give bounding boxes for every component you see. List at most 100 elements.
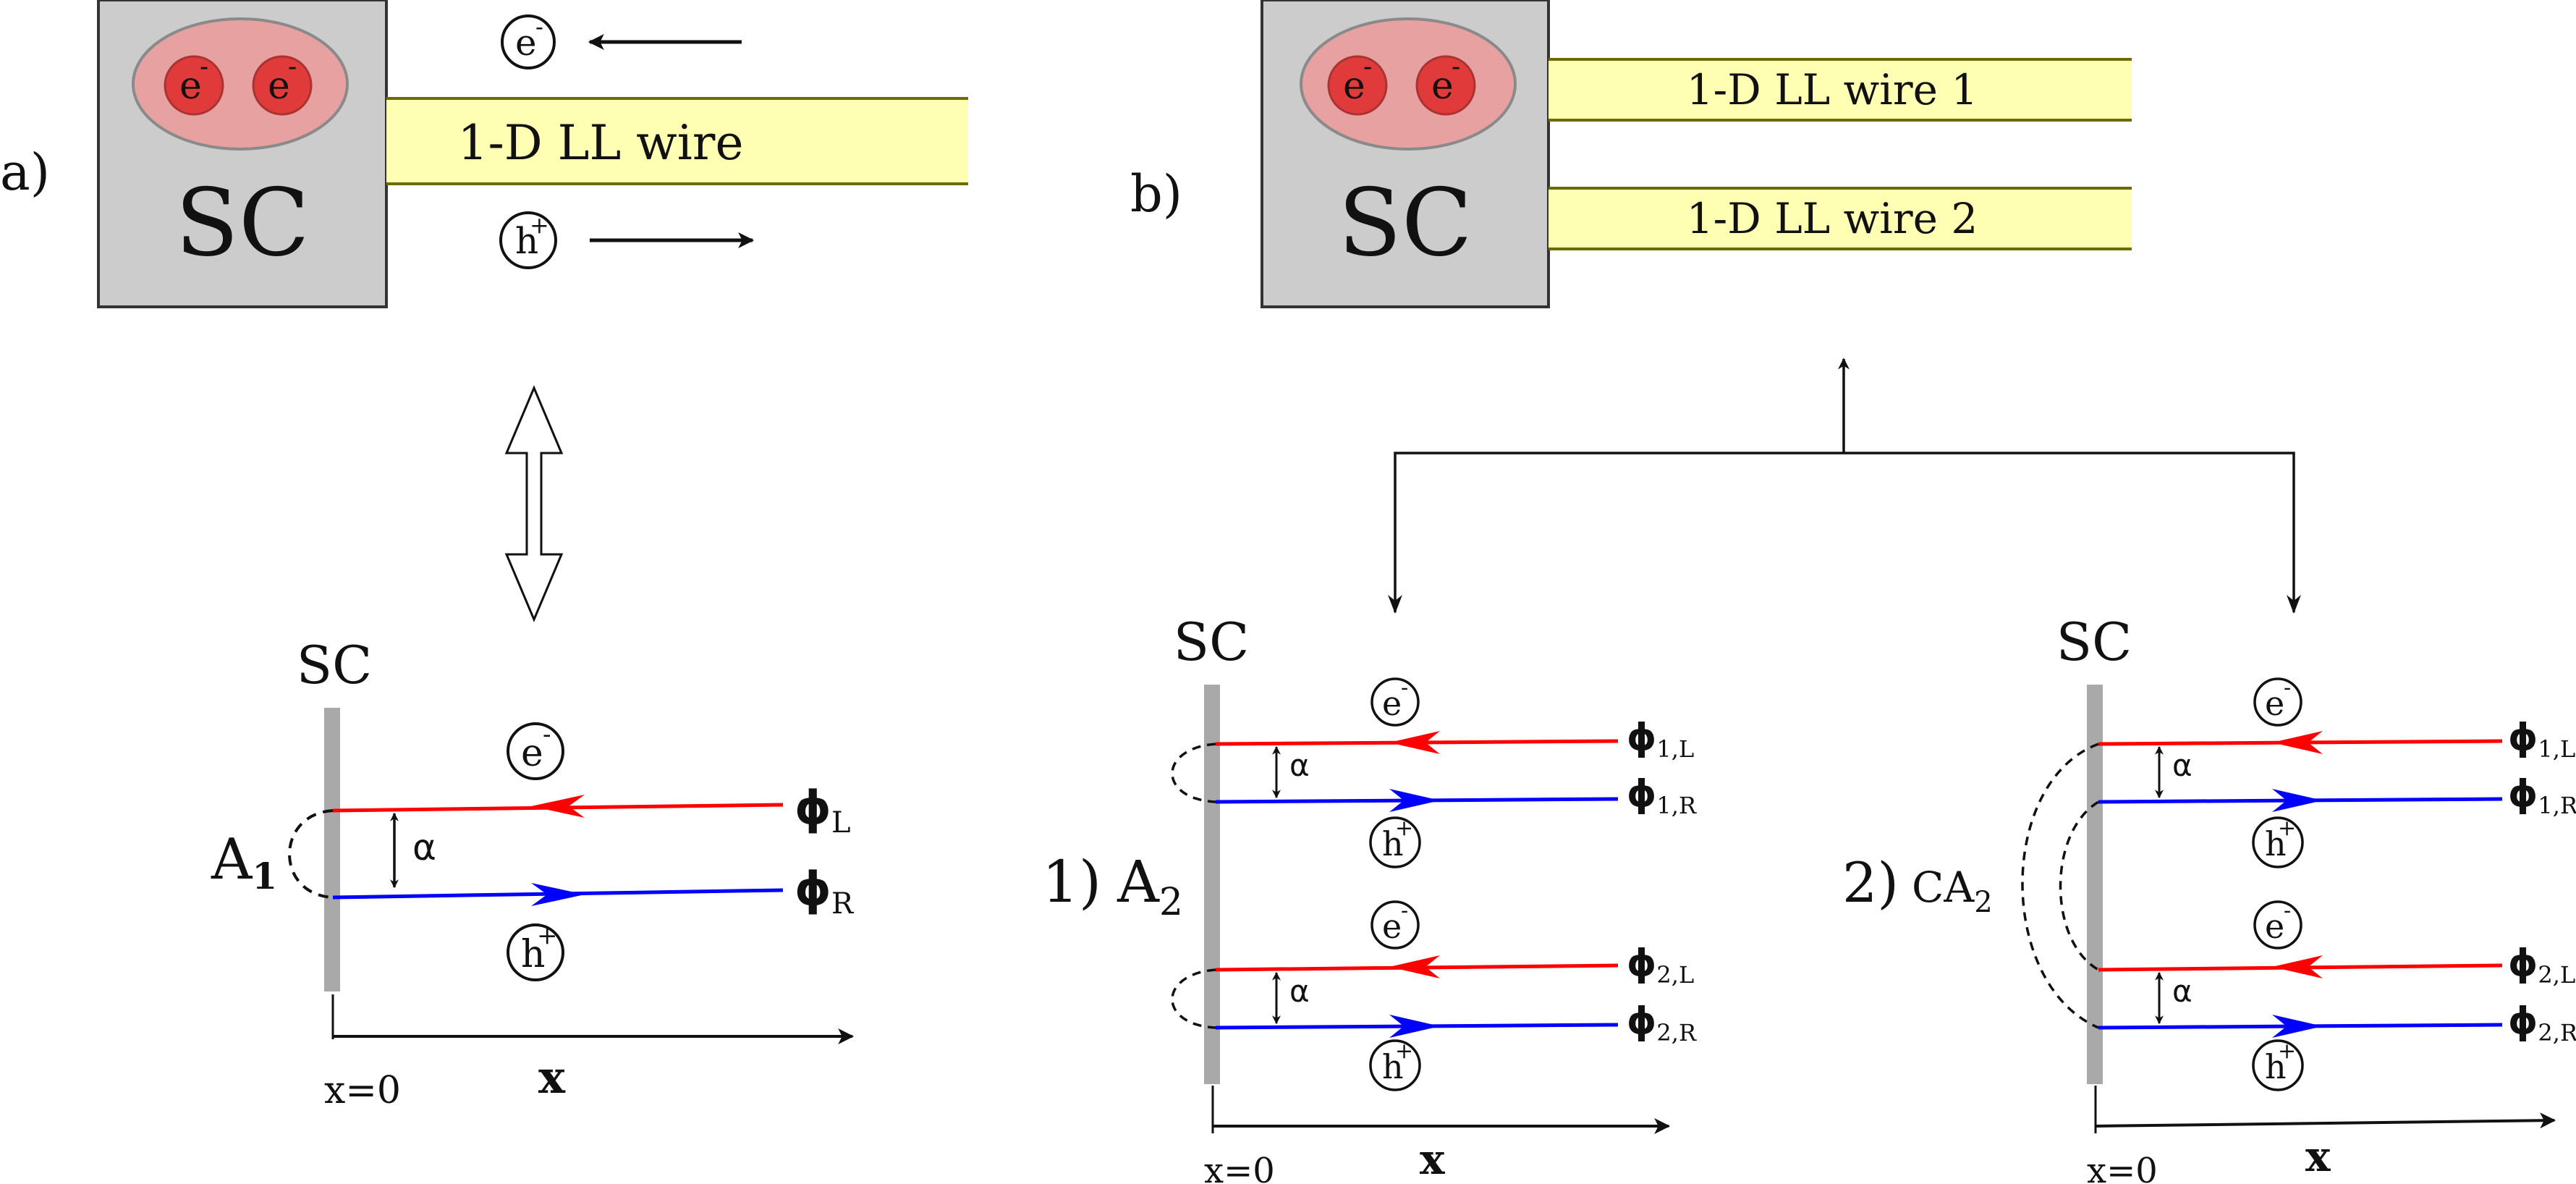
panel-b-label: b) bbox=[1130, 164, 1182, 224]
branch-arrowhead-left bbox=[1388, 595, 1402, 614]
svg-text:+: + bbox=[1395, 816, 1413, 841]
process-label: 1)A2 bbox=[1042, 848, 1183, 924]
x-axis-label: x bbox=[1420, 1135, 1445, 1184]
svg-text:+: + bbox=[530, 211, 549, 239]
svg-text:-: - bbox=[2284, 898, 2291, 923]
electron-icon: e - bbox=[2253, 675, 2302, 727]
x-origin-label: x=0 bbox=[1204, 1151, 1275, 1184]
svg-text:h: h bbox=[1382, 1047, 1404, 1086]
branch-connector bbox=[1394, 358, 2295, 612]
x-axis-label: x bbox=[538, 1051, 566, 1104]
wire1-label: 1-D LL wire 1 bbox=[1687, 65, 1978, 114]
svg-text:-: - bbox=[1452, 52, 1460, 82]
svg-text:-: - bbox=[1363, 52, 1372, 82]
left-arrowhead bbox=[1389, 955, 1440, 978]
panel-a-bosonized: SC α A1 e - h + ϕL ϕR x=0 x bbox=[211, 635, 855, 1112]
hole-icon: h + bbox=[507, 921, 564, 981]
sc-label: SC bbox=[175, 169, 310, 277]
andreev-dashed-arc bbox=[288, 809, 334, 899]
svg-text:e: e bbox=[1431, 64, 1454, 108]
andreev-label: A1 bbox=[211, 827, 277, 897]
svg-text:-: - bbox=[1401, 675, 1408, 701]
svg-text:e: e bbox=[2265, 907, 2284, 946]
andreev-dashed-arc bbox=[1171, 968, 1216, 1029]
svg-text:e: e bbox=[521, 732, 543, 775]
svg-text:-: - bbox=[535, 13, 543, 41]
ll-wire-2 bbox=[1548, 187, 2132, 250]
right-arrowhead bbox=[2272, 1015, 2323, 1038]
panel-b: b) e - e - SC 1-D LL wire 1 1-D LL wire … bbox=[1130, 0, 2301, 614]
crossed-andreev-arc-inner bbox=[2059, 800, 2099, 971]
phi-2L-label: ϕ2,L bbox=[2508, 942, 2575, 989]
phi-right-label: ϕR bbox=[795, 863, 855, 921]
phi-2R-label: ϕ2,R bbox=[1627, 999, 1697, 1046]
phi-left-label: ϕL bbox=[795, 782, 851, 840]
svg-text:-: - bbox=[2284, 675, 2291, 701]
phi-1L-label: ϕ1,L bbox=[2508, 716, 2575, 763]
phi-2L-label: ϕ2,L bbox=[1627, 942, 1694, 989]
svg-text:e: e bbox=[179, 64, 202, 108]
wire2-label: 1-D LL wire 2 bbox=[1687, 194, 1978, 243]
phi-2R-label: ϕ2,R bbox=[2508, 999, 2576, 1046]
alpha-label: α bbox=[2172, 973, 2192, 1009]
svg-text:e: e bbox=[268, 64, 290, 108]
ll-wire bbox=[386, 97, 968, 185]
x-axis bbox=[2095, 1112, 2556, 1129]
interface-bar bbox=[1204, 685, 1220, 1084]
svg-text:-: - bbox=[288, 52, 297, 82]
svg-text:h: h bbox=[2265, 1047, 2287, 1086]
right-arrowhead bbox=[2272, 789, 2323, 812]
branch-arrowhead-right bbox=[2287, 595, 2301, 614]
svg-text:e: e bbox=[1343, 64, 1365, 108]
svg-text:+: + bbox=[2278, 816, 2296, 841]
svg-text:e: e bbox=[1382, 684, 1402, 723]
phi-1R-label: ϕ1,R bbox=[1627, 772, 1697, 819]
panel-b-case1: SC α e - h + α e - bbox=[1042, 612, 1697, 1184]
ll-wire-1 bbox=[1548, 58, 2132, 122]
crossed-andreev-arc-outer bbox=[2021, 743, 2099, 1029]
svg-text:h: h bbox=[2265, 824, 2287, 863]
left-arrowhead bbox=[2272, 955, 2323, 978]
left-arrowhead bbox=[1389, 731, 1440, 754]
interface-bar bbox=[2087, 685, 2103, 1084]
svg-text:-: - bbox=[200, 52, 208, 82]
hole-icon: h + bbox=[499, 211, 557, 269]
electron-icon: e - bbox=[164, 52, 224, 116]
phi-1L-label: ϕ1,L bbox=[1627, 716, 1694, 763]
alpha-label: α bbox=[2172, 748, 2192, 783]
panel-a-label: a) bbox=[0, 143, 50, 202]
electron-icon: e - bbox=[252, 52, 313, 116]
alpha-label: α bbox=[412, 826, 436, 868]
right-arrowhead bbox=[1389, 1015, 1440, 1038]
cooper-pair-halo bbox=[1300, 17, 1517, 151]
hole-icon: h + bbox=[2252, 1039, 2304, 1091]
sc-label: SC bbox=[1174, 612, 1249, 672]
svg-text:h: h bbox=[515, 220, 538, 262]
interface-bar bbox=[324, 708, 340, 991]
electron-icon: e - bbox=[501, 13, 556, 69]
sc-label: SC bbox=[297, 635, 372, 695]
left-arrowhead bbox=[531, 795, 585, 818]
svg-text:e: e bbox=[2265, 684, 2284, 723]
electron-icon: e - bbox=[1370, 898, 1420, 950]
x-origin-label: x=0 bbox=[2087, 1151, 2158, 1184]
process-label: 2)CA2 bbox=[1842, 850, 1993, 919]
electron-icon: e - bbox=[1327, 52, 1388, 116]
panel-a: a) e - e - SC 1-D LL wire e - h bbox=[0, 0, 968, 622]
andreev-dashed-arc bbox=[1171, 743, 1216, 803]
electron-icon: e - bbox=[1415, 52, 1476, 116]
svg-text:-: - bbox=[1401, 898, 1408, 923]
alpha-label: α bbox=[1289, 973, 1310, 1009]
alpha-label: α bbox=[1289, 748, 1310, 783]
double-arrow-icon bbox=[504, 385, 564, 622]
right-arrowhead bbox=[1389, 789, 1440, 812]
sc-label: SC bbox=[1338, 169, 1473, 277]
svg-text:+: + bbox=[2278, 1039, 2296, 1064]
svg-text:+: + bbox=[537, 921, 558, 950]
right-arrowhead bbox=[531, 883, 585, 906]
x-origin-label: x=0 bbox=[324, 1069, 401, 1112]
panel-b-case2: SC α e - h + α e - bbox=[1842, 612, 2576, 1184]
svg-text:e: e bbox=[515, 22, 537, 64]
electron-icon: e - bbox=[507, 720, 564, 780]
